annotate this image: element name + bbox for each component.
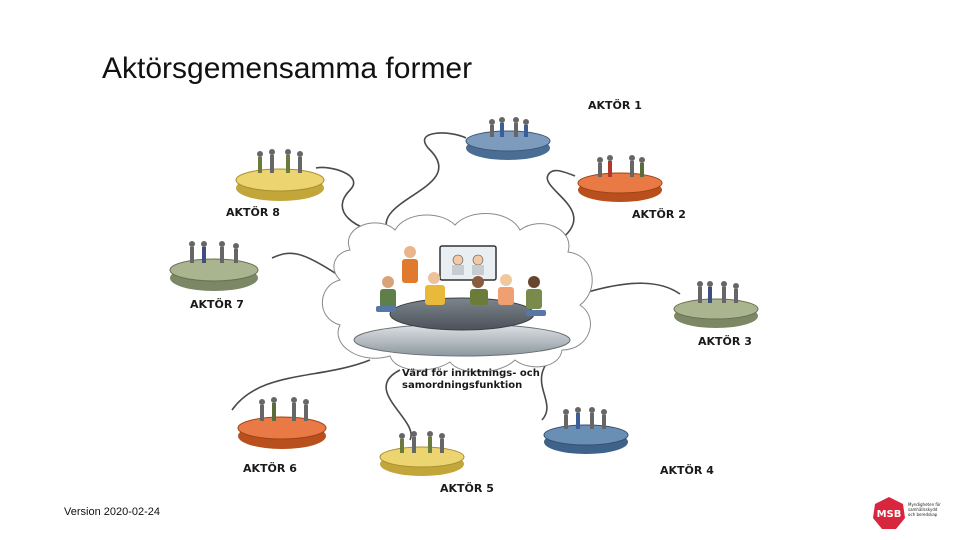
central-hub <box>321 213 593 373</box>
logo-line-3: och beredskap <box>908 512 938 517</box>
actor-8-label: AKTÖR 8 <box>226 205 280 219</box>
actor-5-label: AKTÖR 5 <box>440 481 494 495</box>
actor-2-platform <box>577 155 663 202</box>
actor-3-platform <box>673 281 759 328</box>
cable-actor-6 <box>231 359 371 411</box>
actor-3-label: AKTÖR 3 <box>698 334 752 348</box>
msb-logo: MSB Myndigheten för samhällsskydd och be… <box>872 496 952 530</box>
actor-1-label: AKTÖR 1 <box>588 98 642 112</box>
actor-labels: AKTÖR 1 AKTÖR 2 AKTÖR 3 AKTÖR 4 AKTÖR 5 … <box>190 98 752 495</box>
msb-logo-icon: MSB <box>873 497 905 529</box>
msb-logo-text: Myndigheten för samhällsskydd och bereds… <box>908 502 952 517</box>
actor-4-label: AKTÖR 4 <box>660 463 714 477</box>
hub-label-line2: samordningsfunktion <box>402 380 522 391</box>
hub-video-screen <box>439 245 497 281</box>
actor-6-platform <box>237 397 327 449</box>
cable-actor-7 <box>271 252 339 276</box>
actor-8-platform <box>235 149 325 201</box>
actor-4-platform <box>543 407 629 454</box>
actor-7-platform <box>169 241 259 291</box>
actor-1-platform <box>465 117 551 160</box>
version-text: Version 2020-02-24 <box>64 506 161 518</box>
cable-actor-5 <box>385 369 412 441</box>
hub-people <box>380 246 542 309</box>
logo-line-1: Myndigheten för <box>908 502 941 507</box>
actor-2-label: AKTÖR 2 <box>632 207 686 221</box>
actor-5-platform <box>379 431 465 476</box>
cable-actor-2 <box>546 169 576 241</box>
actor-6-label: AKTÖR 6 <box>243 461 297 475</box>
cable-actor-3 <box>587 282 681 295</box>
cable-actor-1 <box>385 132 467 239</box>
actor-7-label: AKTÖR 7 <box>190 297 244 311</box>
page-title: Aktörsgemensamma former <box>102 52 473 85</box>
msb-logo-mark: MSB <box>877 509 902 520</box>
actor-platforms <box>169 117 759 476</box>
hub-label-line1: Värd för inriktnings- och <box>402 368 540 379</box>
logo-line-2: samhällsskydd <box>908 507 938 512</box>
